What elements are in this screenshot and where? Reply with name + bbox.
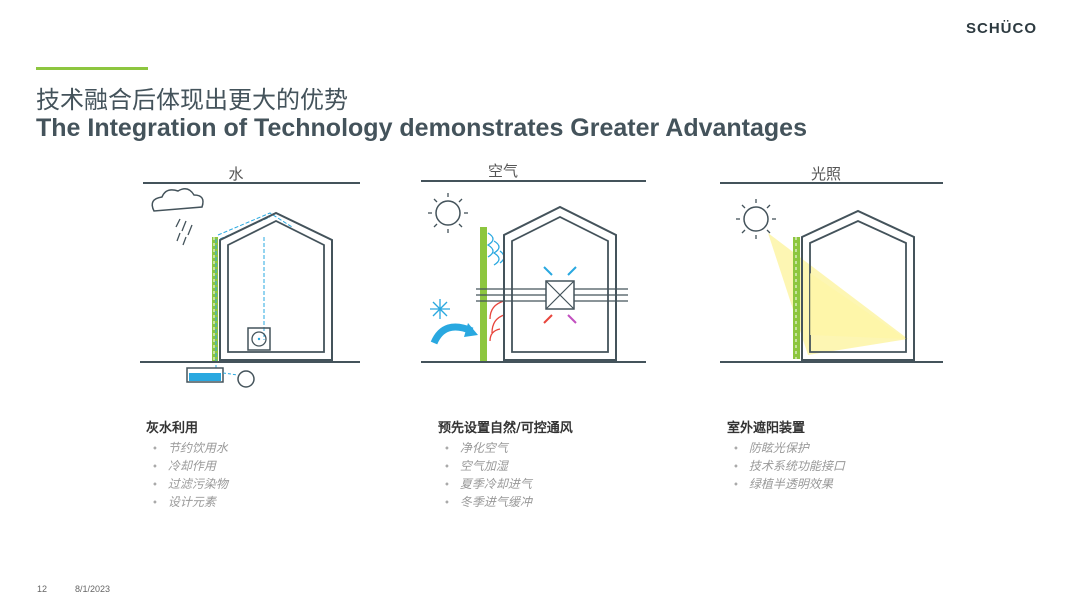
light-diagram: [720, 182, 943, 363]
ventilation-fan-icon: [545, 280, 575, 310]
water-tank-icon: [186, 367, 224, 383]
slide-date: 8/1/2023: [75, 584, 111, 594]
feature-heading: 灰水利用: [146, 421, 199, 436]
title-accent-line: [36, 67, 148, 70]
page-title-chinese: 技术融合后体现出更大的优势: [36, 86, 348, 114]
list-item: •净化空气: [444, 441, 508, 455]
panel-label-water: 水: [228, 165, 244, 183]
list-item: •夏季冷却进气: [444, 477, 532, 491]
feature-heading: 预先设置自然/可控通风: [438, 421, 573, 436]
rain-cloud-icon: [151, 188, 204, 246]
house-icon: [503, 205, 617, 361]
feature-greywater: 灰水利用 •节约饮用水 •冷却作用 •过滤污染物 •设计元素: [146, 417, 386, 512]
water-diagram: [140, 182, 360, 388]
list-item: •防眩光保护: [733, 441, 809, 455]
list-item: •设计元素: [152, 495, 216, 509]
list-item: •冬季进气缓冲: [444, 495, 532, 509]
list-item: •过滤污染物: [152, 477, 228, 491]
list-item: •技术系统功能接口: [733, 459, 845, 473]
panel-label-light: 光照: [810, 165, 841, 183]
list-item: •空气加湿: [444, 459, 508, 473]
snowflake-icon: [430, 299, 450, 319]
air-diagram: [421, 180, 646, 363]
house-icon: [219, 211, 333, 361]
list-item: •冷却作用: [152, 459, 216, 473]
page-number: 12: [37, 584, 48, 594]
list-item: •绿植半透明效果: [733, 477, 833, 491]
sun-icon: [428, 193, 468, 233]
schuco-logo: SCHÜCO: [966, 20, 1038, 37]
feature-shading: 室外遮阳装置 •防眩光保护 •技术系统功能接口 •绿植半透明效果: [727, 417, 987, 494]
feature-heading: 室外遮阳装置: [727, 421, 806, 436]
panel-label-air: 空气: [487, 162, 518, 180]
list-item: •节约饮用水: [152, 441, 228, 455]
sun-icon: [736, 199, 776, 239]
feature-ventilation: 预先设置自然/可控通风 •净化空气 •空气加湿 •夏季冷却进气 •冬季进气缓冲: [438, 417, 698, 512]
page-title-english: The Integration of Technology demonstrat…: [36, 114, 807, 142]
pump-icon: [247, 327, 271, 351]
